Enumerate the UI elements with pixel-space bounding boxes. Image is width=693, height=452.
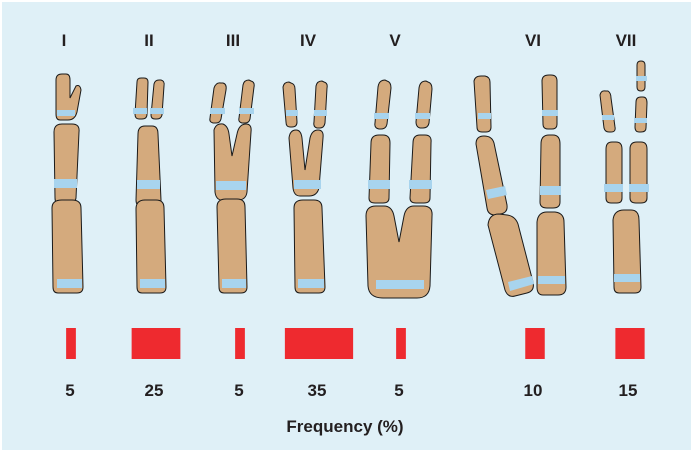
frequency-bar-1 [66,328,76,359]
frequency-bar-6 [525,328,545,359]
chromosome-5-middle-left [368,134,391,204]
band [542,110,558,116]
band [508,276,534,291]
chromosome-group-5 [365,79,433,299]
chromosome-group-7 [599,60,649,294]
chromosome-4-top-right [313,80,328,129]
band [540,186,561,195]
band [636,76,647,81]
chromosome-5-bottom [365,205,433,299]
chromosome-7-middle-left [605,141,623,204]
band [140,279,165,288]
band [409,180,432,189]
band [415,113,430,119]
axis-title: Frequency (%) [286,417,403,436]
chromosome-3-bottom [216,198,248,294]
band [298,279,324,288]
frequency-label-7: 15 [619,381,638,400]
chromosome-4-middle [288,129,324,197]
chromosome-2-middle [135,125,162,207]
band [54,179,77,188]
chromosome-5-top-left [374,79,392,130]
band [629,184,649,192]
band [538,276,565,284]
chromosome-7-top-left [599,90,616,133]
chromosome-group-4 [282,80,328,294]
frequency-bars [66,328,645,359]
frequency-bar-7 [615,328,645,359]
chromosome-1-middle [53,123,80,205]
chromosome-4-top-left [282,81,298,128]
chromosome-7-bottom [612,209,642,294]
frequency-label-6: 10 [524,381,543,400]
band [486,186,507,199]
chromosome-4-bottom [293,199,326,294]
band [286,110,298,116]
band [222,279,246,288]
chromosome-6-top-left [473,75,492,133]
chromosome-7-middle-right [629,141,648,204]
band [376,280,424,289]
frequency-label-2: 25 [145,381,164,400]
column-label-5: V [389,31,401,50]
band [314,110,327,116]
frequency-bar-3 [235,328,245,359]
band [604,184,623,192]
band [374,113,389,119]
band [368,180,390,189]
frequency-bar-2 [131,328,181,359]
band [614,274,640,282]
chromosome-7-top-right [634,96,648,133]
band [239,108,254,114]
band [210,108,225,114]
column-label-4: IV [300,31,317,50]
chromosome-group-6 [473,74,567,297]
frequency-label-5: 5 [394,381,403,400]
band [57,110,75,116]
chromosome-group-1 [51,73,84,294]
band [634,118,647,123]
band [137,180,160,189]
chromosome-6-top-right [541,74,558,130]
chromosome-5-middle-right [409,134,432,204]
frequency-bar-5 [396,328,406,359]
chromosome-group-3 [209,79,255,294]
band [150,108,164,114]
chromosome-6-bottom-right [536,211,567,296]
chromosome-group-2 [133,77,167,294]
frequency-labels: 5 25 5 35 5 10 15 [65,381,637,400]
frequency-label-4: 35 [308,381,327,400]
band [602,115,614,120]
chromosome-6-middle-left [475,135,508,216]
chromosome-6-middle-right [539,134,561,209]
frequency-label-3: 5 [234,381,243,400]
column-labels: I II III IV V VI VII [62,31,637,50]
chromosome-3-top-left [209,82,227,124]
column-label-3: III [226,31,240,50]
chromosome-1-bottom [51,199,84,294]
chromosome-5-top-right [415,80,433,129]
frequency-label-1: 5 [65,381,74,400]
band [478,113,491,119]
band [294,180,321,189]
chromosome-3-top-right [238,79,255,124]
chromosome-2-bottom [135,199,167,294]
chromosome-1-top [55,73,82,121]
band [216,181,246,190]
band [57,279,82,288]
column-label-7: VII [616,31,637,50]
column-label-6: VI [525,31,541,50]
column-label-2: II [144,31,153,50]
column-label-1: I [62,31,67,50]
band [133,108,147,114]
frequency-bar-4 [284,328,354,359]
